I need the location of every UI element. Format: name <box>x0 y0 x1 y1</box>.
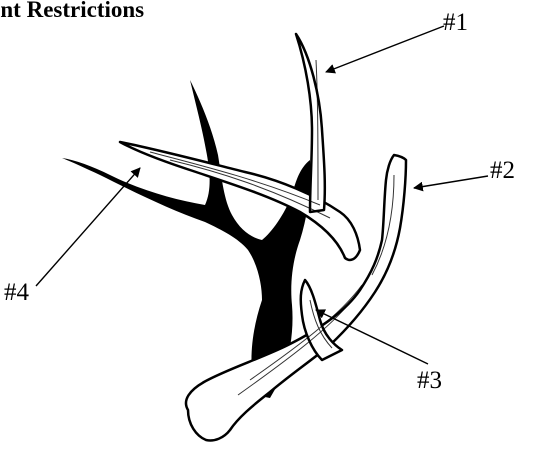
arrow-4 <box>36 168 140 286</box>
callout-label-2: #2 <box>490 157 515 184</box>
callout-label-4: #4 <box>4 279 30 306</box>
callout-label-1: #1 <box>443 9 468 36</box>
arrow-2 <box>414 176 488 188</box>
callout-label-3: #3 <box>417 367 442 394</box>
arrow-1 <box>326 26 444 72</box>
front-antler <box>120 34 406 441</box>
back-antler-silhouette <box>62 80 311 398</box>
